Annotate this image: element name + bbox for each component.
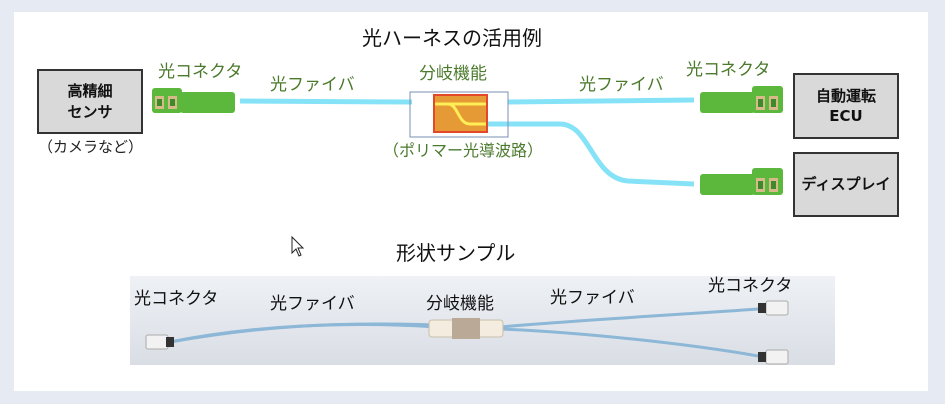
connector-left-icon [152,88,235,113]
ecu-box: 自動運転 ECU [793,73,899,139]
fiber-right-upper [507,97,695,105]
branch-note: （ポリマー光導波路） [383,141,544,160]
sample-connector-left [145,334,174,350]
sample-branch-label: 分岐機能 [426,294,494,314]
sensor-box: 高精細 センサ [37,69,143,134]
sample-cable-graphics [145,300,789,365]
sample-branch-housing [428,318,504,339]
sensor-label-line1: 高精細 [67,82,113,101]
display-box: ディスプレイ [793,152,899,217]
connector-right-upper-icon [700,86,783,113]
connector-right-lower-icon [700,168,783,195]
sample-connector-right-label: 光コネクタ [708,276,793,296]
sample-connector-right-lower [758,349,789,365]
branch-frame [409,91,509,138]
sensor-label-line2: センサ [67,102,113,121]
diagram-title: 光ハーネスの活用例 [362,26,542,50]
fiber-right-label: 光ファイバ [579,75,664,95]
ecu-label-line1: 自動運転 [815,86,876,105]
fiber-right-lower [487,121,695,187]
connector-right-label: 光コネクタ [686,60,771,80]
sensor-note: （カメラなど） [38,138,144,156]
sample-title: 形状サンプル [396,241,516,265]
fiber-left [239,98,413,105]
branch-label: 分岐機能 [419,64,487,84]
mouse-cursor-icon [291,235,305,257]
sample-connector-left-label: 光コネクタ [134,289,219,309]
sample-fiber-right-label: 光ファイバ [550,288,635,308]
connector-left-label: 光コネクタ [158,62,243,82]
sample-connector-right-upper [758,300,789,316]
branch-waveguide-chip [433,94,488,133]
sample-photo: 光コネクタ 光ファイバ 分岐機能 光ファイバ 光コネクタ [130,276,835,365]
sample-fiber-left-label: 光ファイバ [270,294,355,314]
display-label: ディスプレイ [801,175,891,194]
ecu-label-line2: ECU [829,107,863,125]
fiber-left-label: 光ファイバ [270,75,355,95]
